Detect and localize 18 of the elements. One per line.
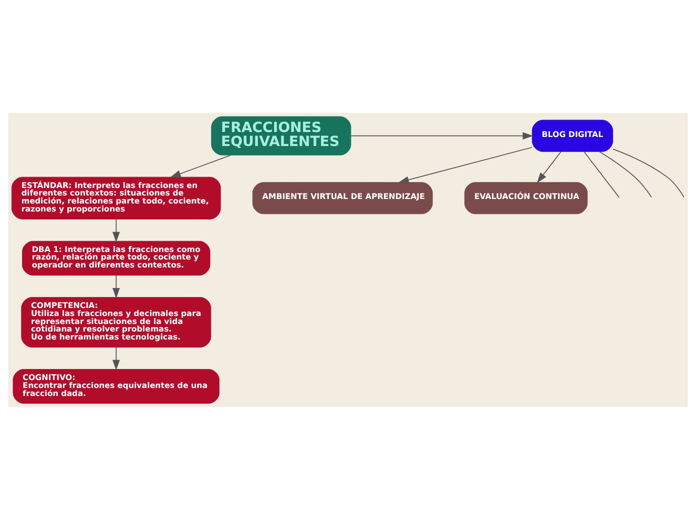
node-box: DBA 1: Interpreta las fracciones como razón, relación parte todo, cociente y operador en diferentes contextos. [22,240,210,276]
arrow [112,218,120,242]
arrow [112,347,120,370]
node-box: ESTÁNDAR: Interpreto las fracciones en diferentes contextos: situaciones de medición, relaciones parte todo, cociente, razones y proporciones [12,176,221,220]
node-box: AMBIENTE VIRTUAL DE APRENDIZAJE [252,182,433,214]
arrow [536,151,562,184]
connector [612,148,684,198]
connector [599,151,652,198]
node-box: COMPETENCIA: Utiliza las fracciones y decimales para representar situaciones de la vida cotidiana y resolver problemas. Uo de herramientas tecnologicas. [21,297,212,348]
node-box: FRACCIONES EQUIVALENTES [211,116,352,156]
arrow [170,154,232,178]
node-box: BLOG DIGITAL [532,120,614,152]
node-box: COGNITIVO: Encontrar fracciones equivalentes de una fracción dada. [12,369,220,404]
node-box: EVALUACIÓN CONTINUA [464,182,588,214]
arrow [350,132,534,140]
arrow [398,146,532,184]
connector [584,151,620,198]
arrow [112,275,120,299]
